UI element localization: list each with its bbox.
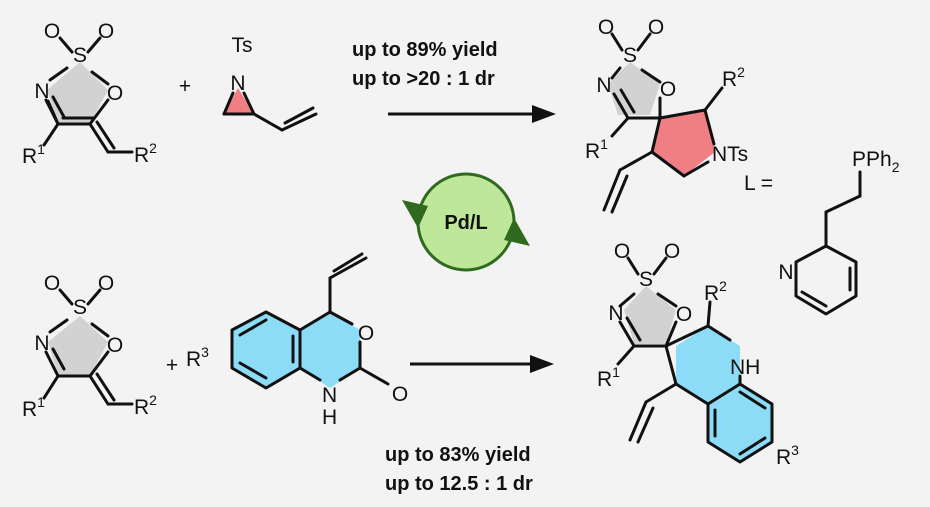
- sulfur-atom: S: [73, 296, 87, 319]
- nh-hydrogen: H: [322, 406, 337, 429]
- substituent-r1: R1: [597, 364, 620, 391]
- oxygen-atom: O: [614, 240, 630, 263]
- ligand-structure: L = PPh2 N: [744, 148, 900, 316]
- nh-group: N: [322, 384, 337, 407]
- ligand-label: L =: [744, 172, 773, 195]
- sulfur-atom: S: [73, 44, 87, 67]
- oxygen-atom: O: [44, 20, 60, 43]
- plus-sign: +: [166, 354, 178, 377]
- vinyl-benzoxazinanone: O O N H R3: [186, 252, 408, 429]
- top-product: S O O O N NTs R1 R2: [585, 16, 748, 214]
- bottom-product: S O O O N NH R1 R2 R3: [597, 240, 799, 469]
- substituent-r2: R2: [704, 278, 727, 305]
- top-yield-text: up to 89% yield: [352, 39, 498, 61]
- carbonyl-oxygen: O: [392, 383, 408, 406]
- oxygen-atom: O: [44, 272, 60, 295]
- bottom-dr-text: up to 12.5 : 1 dr: [385, 473, 533, 495]
- oxygen-atom: O: [676, 303, 692, 326]
- bottom-yield-text: up to 83% yield: [385, 444, 531, 466]
- substituent-r3: R3: [186, 344, 209, 371]
- substituent-r1: R1: [22, 394, 45, 421]
- nh-group: NH: [730, 356, 760, 379]
- bottom-reaction-arrow: [410, 355, 554, 373]
- nitrogen-atom: N: [596, 74, 611, 97]
- sulfur-atom: S: [639, 268, 653, 291]
- nitrogen-atom: N: [34, 80, 49, 103]
- nitrogen-atom: N: [608, 302, 623, 325]
- oxazinone-ring-fill: [300, 312, 360, 388]
- cycle-arrow-icon: [402, 200, 428, 228]
- nitrogen-atom: N: [34, 332, 49, 355]
- oxygen-atom: O: [648, 16, 664, 39]
- catalyst-cycle: Pd/L: [402, 172, 530, 272]
- substituent-r2: R2: [722, 64, 745, 91]
- oxygen-atom: O: [107, 334, 123, 357]
- substituent-r1: R1: [22, 141, 45, 168]
- plus-sign: +: [179, 75, 191, 98]
- top-reaction-arrow: [388, 105, 556, 123]
- oxygen-atom: O: [107, 82, 123, 105]
- catalyst-label: Pd/L: [444, 212, 487, 234]
- oxygen-atom: O: [98, 20, 114, 43]
- nitrogen-atom: N: [230, 72, 245, 95]
- oxygen-atom: O: [660, 78, 676, 101]
- top-sultam-substrate: S O O O N R1 R2: [22, 20, 157, 168]
- aziridine-ring-fill: [224, 88, 254, 114]
- substituent-r2: R2: [134, 392, 157, 419]
- product-sultam-fill: [608, 62, 660, 115]
- cycle-arrow-icon: [504, 218, 530, 246]
- product-sultam-fill: [624, 286, 676, 344]
- oxygen-atom: O: [598, 16, 614, 39]
- tetrahydropyridine-fill: [676, 326, 740, 404]
- top-dr-text: up to >20 : 1 dr: [352, 68, 495, 90]
- pyrrolidine-ring-fill: [652, 110, 715, 176]
- vinyl-aziridine: Ts N: [222, 34, 318, 132]
- diphenylphosphino-group: PPh2: [852, 148, 900, 175]
- sulfur-atom: S: [623, 44, 637, 67]
- substituent-r1: R1: [585, 136, 608, 163]
- pyridine-nitrogen: N: [778, 261, 793, 284]
- oxygen-atom: O: [664, 240, 680, 263]
- sultam-ring-fill: [48, 316, 108, 376]
- bottom-sultam-substrate: S O O O N R1 R2: [22, 272, 157, 421]
- sultam-ring-fill: [47, 62, 108, 124]
- oxygen-atom: O: [358, 322, 374, 345]
- tosyl-group: Ts: [232, 34, 253, 57]
- nitrogen-tosyl: NTs: [712, 143, 748, 166]
- substituent-r3: R3: [776, 442, 799, 469]
- oxygen-atom: O: [98, 272, 114, 295]
- substituent-r2: R2: [134, 140, 157, 167]
